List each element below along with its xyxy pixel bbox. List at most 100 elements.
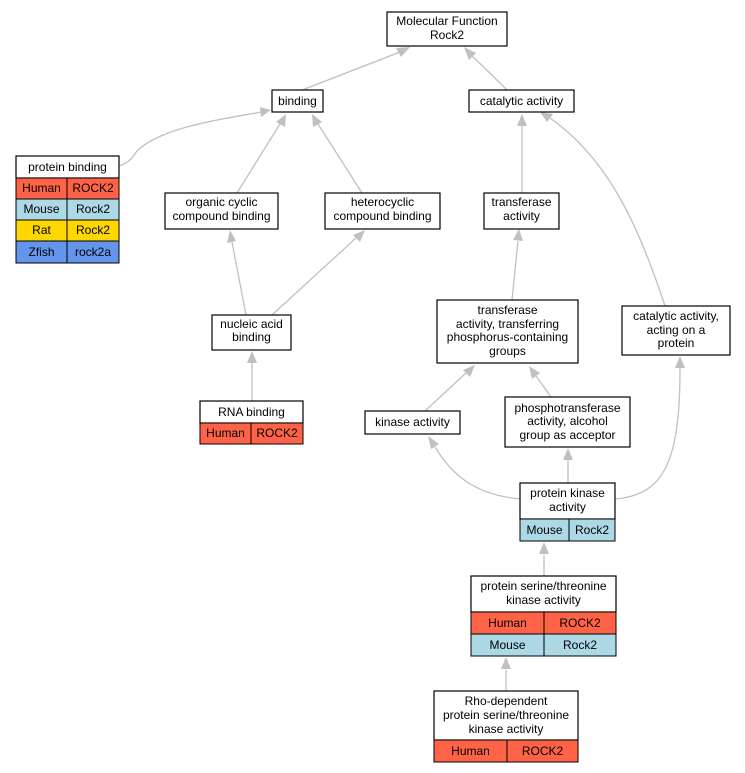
node-label: transferase bbox=[491, 195, 551, 209]
edge-phosphotransferase-to-transferase-phosphorus bbox=[535, 375, 552, 398]
node-heterocyclic-compound-binding[interactable]: heterocyclic compound binding bbox=[324, 192, 441, 230]
arrow-head bbox=[501, 657, 511, 669]
node-label: heterocyclic bbox=[351, 195, 414, 209]
edges bbox=[118, 47, 685, 691]
node-label: Rho-dependent bbox=[465, 694, 548, 708]
gene-label: ROCK2 bbox=[559, 616, 601, 630]
node-protein-kinase-activity[interactable]: protein kinase activity Mouse Rock2 bbox=[519, 482, 616, 542]
node-label: compound binding bbox=[333, 209, 431, 223]
edge-protein-binding-to-binding bbox=[118, 111, 263, 167]
arrow-head bbox=[312, 114, 322, 127]
gene-label: Rock2 bbox=[563, 638, 597, 652]
node-binding[interactable]: binding bbox=[271, 89, 324, 113]
arrow-head bbox=[463, 365, 475, 377]
edge-transferase-phosphorus-to-transferase bbox=[511, 240, 519, 301]
arrow-head bbox=[517, 114, 527, 126]
edge-nucleic-acid-to-organic-cyclic bbox=[231, 241, 247, 316]
arrow-head bbox=[227, 230, 236, 243]
edge-protein-kinase-to-catalytic-protein bbox=[614, 367, 681, 500]
gene-cell-mouse bbox=[568, 518, 616, 542]
node-label: kinase activity bbox=[469, 722, 544, 736]
node-label: transferase bbox=[477, 303, 537, 317]
gene-label: Rock2 bbox=[76, 223, 110, 237]
edge-heterocyclic-to-binding bbox=[317, 123, 363, 194]
node-molecular-function[interactable]: Molecular Function Rock2 bbox=[386, 11, 508, 47]
species-label: Human bbox=[488, 616, 527, 630]
gene-label: Rock2 bbox=[575, 523, 609, 537]
node-label: kinase activity bbox=[506, 593, 581, 607]
arrow-head bbox=[247, 351, 257, 363]
edge-binding-to-molecular-function bbox=[296, 51, 401, 93]
node-rna-binding[interactable]: RNA binding Human ROCK2 bbox=[199, 400, 304, 445]
species-label: Human bbox=[206, 426, 245, 440]
arrow-head bbox=[539, 542, 549, 554]
arrow-head bbox=[396, 47, 410, 57]
arrow-head bbox=[464, 47, 476, 60]
species-label: Human bbox=[22, 181, 61, 195]
arrow-head bbox=[353, 230, 365, 242]
node-label: Molecular Function bbox=[396, 14, 497, 28]
arrow-head bbox=[675, 356, 685, 368]
arrow-head bbox=[260, 107, 271, 117]
edge-catalytic-to-molecular-function bbox=[471, 55, 510, 93]
node-label: binding bbox=[278, 94, 317, 108]
species-label: Mouse bbox=[526, 523, 562, 537]
node-label: activity bbox=[503, 209, 540, 223]
node-label: phosphorus-containing bbox=[447, 330, 568, 344]
node-nucleic-acid-binding[interactable]: nucleic acid binding bbox=[211, 314, 292, 351]
node-kinase-activity[interactable]: kinase activity bbox=[364, 410, 461, 435]
node-label: protein serine/threonine bbox=[480, 579, 606, 593]
edge-protein-kinase-to-kinase bbox=[434, 446, 521, 500]
arrow-head bbox=[529, 366, 540, 379]
node-protein-binding[interactable]: protein binding Human ROCK2 Mouse Rock2 … bbox=[15, 155, 120, 264]
node-label: activity bbox=[549, 500, 586, 514]
node-label: protein binding bbox=[28, 160, 107, 174]
species-label: Mouse bbox=[489, 638, 525, 652]
node-label: nucleic acid bbox=[220, 317, 283, 331]
species-label: Mouse bbox=[23, 202, 59, 216]
node-label: activity, transferring bbox=[456, 317, 559, 331]
node-label: protein kinase bbox=[530, 486, 605, 500]
arrow-head bbox=[563, 448, 573, 460]
node-organic-cyclic-compound-binding[interactable]: organic cyclic compound binding bbox=[164, 192, 279, 230]
gene-label: ROCK2 bbox=[256, 426, 298, 440]
node-label: Rock2 bbox=[430, 28, 464, 42]
gene-cell-mouse bbox=[543, 633, 617, 657]
node-label: organic cyclic bbox=[185, 195, 257, 209]
node-protein-ser-thr-kinase-activity[interactable]: protein serine/threonine kinase activity… bbox=[470, 575, 617, 657]
node-label: phosphotransferase bbox=[514, 401, 620, 415]
node-label: catalytic activity, bbox=[633, 309, 719, 323]
node-label: kinase activity bbox=[375, 415, 450, 429]
edge-catalytic-protein-to-catalytic bbox=[549, 117, 666, 307]
gene-label: ROCK2 bbox=[72, 181, 114, 195]
species-label: Human bbox=[451, 744, 490, 758]
node-catalytic-activity[interactable]: catalytic activity bbox=[468, 89, 575, 113]
gene-cell-human bbox=[506, 739, 579, 763]
species-label: Rat bbox=[32, 223, 51, 237]
node-label: compound binding bbox=[172, 209, 270, 223]
gene-label: ROCK2 bbox=[522, 744, 564, 758]
node-label: catalytic activity bbox=[480, 94, 563, 108]
gene-cell-human bbox=[250, 422, 304, 445]
arrow-head bbox=[428, 436, 439, 449]
node-phosphotransferase[interactable]: phosphotransferase activity, alcohol gro… bbox=[504, 396, 631, 448]
arrow-head bbox=[540, 112, 553, 122]
node-catalytic-activity-on-protein[interactable]: catalytic activity, acting on a protein bbox=[621, 305, 731, 356]
gene-label: Rock2 bbox=[76, 202, 110, 216]
gene-cell-zfish bbox=[66, 240, 120, 264]
arrow-head bbox=[276, 114, 286, 127]
node-label: protein bbox=[658, 336, 695, 350]
node-transferase-phosphorus[interactable]: transferase activity, transferring phosp… bbox=[436, 299, 579, 364]
node-label: group as acceptor bbox=[519, 428, 615, 442]
node-transferase-activity[interactable]: transferase activity bbox=[483, 192, 560, 230]
edge-organic-cyclic-to-binding bbox=[236, 123, 281, 194]
node-rho-dependent-kinase-activity[interactable]: Rho-dependent protein serine/threonine k… bbox=[433, 690, 579, 763]
arrow-head bbox=[513, 229, 523, 241]
node-label: activity, alcohol bbox=[527, 414, 607, 428]
node-label: groups bbox=[489, 344, 526, 358]
node-label: RNA binding bbox=[218, 405, 285, 419]
species-label: Zfish bbox=[28, 245, 54, 259]
gene-label: rock2a bbox=[75, 245, 111, 259]
